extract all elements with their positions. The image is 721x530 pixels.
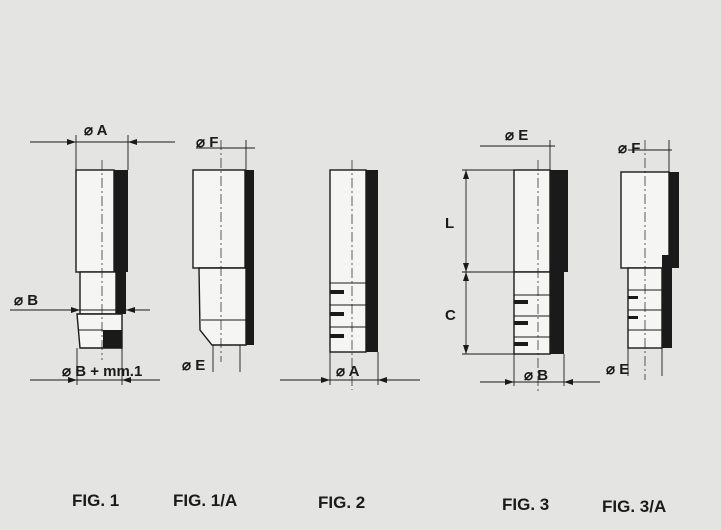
fig3-caption: FIG. 3 (502, 495, 549, 514)
fig2-shade (366, 170, 378, 352)
fig1a-upper-body (192, 169, 246, 269)
fig1a-dim-top: ⌀ F (196, 134, 218, 151)
fig1a-lower-shade (246, 255, 254, 345)
fig1-dim-bottom: ⌀ B + mm.1 (62, 363, 142, 380)
fig1a-drawing (192, 140, 255, 372)
fig3a-caption: FIG. 3/A (602, 497, 666, 516)
fig1-lower-shade (116, 272, 126, 314)
fig3a-drawing (620, 140, 679, 380)
fig1-caption: FIG. 1 (72, 491, 119, 510)
fig1a-lower-body (198, 267, 247, 346)
fig3-lower-body (513, 271, 551, 355)
fig1-tip-shade (103, 330, 122, 348)
fig1-dim-top: ⌀ A (84, 122, 108, 139)
fig2-body (329, 169, 367, 353)
fig3-drawing (462, 140, 600, 392)
fig1-upper-body (75, 169, 115, 273)
fig3a-lower-shade (662, 255, 672, 348)
fig2-drawing (280, 160, 420, 390)
fig3-dim-top: ⌀ E (505, 127, 528, 144)
fig3-dim-length-c: C (445, 307, 456, 324)
fig3-lower-shade (550, 272, 564, 354)
fig1a-dim-bottom: ⌀ E (182, 357, 205, 374)
fig1-upper-shade (114, 170, 128, 272)
fig1a-upper-shade (245, 170, 254, 268)
fig3-upper-body (513, 169, 551, 273)
fig2-caption: FIG. 2 (318, 493, 365, 512)
fig2-dim-bottom: ⌀ A (336, 363, 360, 380)
fig1-drawing (10, 135, 175, 385)
fig3a-dim-bottom: ⌀ E (606, 361, 629, 378)
fig1-dim-left: ⌀ B (14, 292, 38, 309)
fig3-dim-bottom: ⌀ B (524, 367, 548, 384)
fig3-dim-length-l: L (445, 215, 454, 232)
fig1-lower-body (79, 271, 117, 315)
fig3-upper-shade (550, 170, 568, 272)
fig3a-upper-shade (669, 172, 679, 268)
fig3a-dim-top: ⌀ F (618, 140, 640, 157)
fig1a-caption: FIG. 1/A (173, 491, 237, 510)
